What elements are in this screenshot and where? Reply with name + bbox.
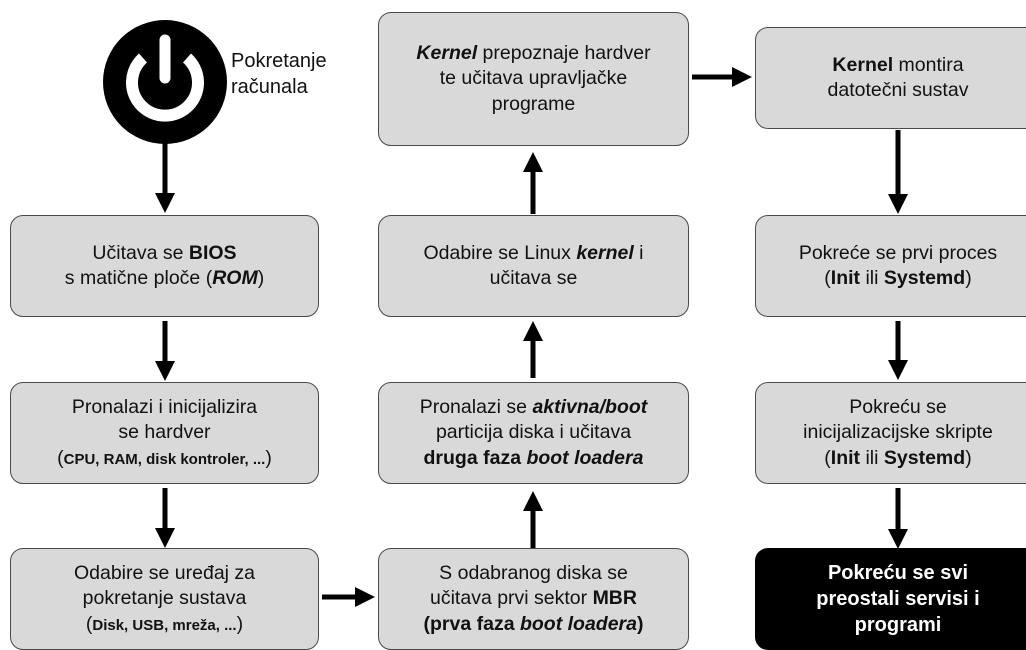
text-segment: Init bbox=[830, 446, 861, 469]
text-segment: inicijalizacijske skripte bbox=[803, 421, 993, 444]
box-text-line1: Pokreću se svi bbox=[828, 560, 968, 586]
text-segment: Kernel bbox=[832, 53, 894, 76]
text-segment: ) bbox=[636, 612, 644, 635]
box-text-line2: učitava se bbox=[490, 266, 578, 291]
box-text-line3: druga faza boot loadera bbox=[424, 446, 644, 471]
box-text-line1: Kernel prepoznaje hardver bbox=[416, 41, 650, 66]
text-segment: preostali servisi i bbox=[816, 588, 980, 610]
power-icon bbox=[103, 20, 227, 144]
init-scripts-box: Pokreću se inicijalizacijske skripte(Init… bbox=[755, 382, 1026, 484]
text-segment: particija diska i učitava bbox=[435, 421, 632, 444]
box-text-line3: (prva faza boot loadera) bbox=[424, 612, 644, 637]
box-text-line1: Kernel montira bbox=[832, 53, 963, 78]
text-segment: učitava se bbox=[489, 267, 578, 289]
start-label: Pokretanje računala bbox=[231, 48, 327, 100]
box-text-line1: Pokreću se bbox=[849, 395, 947, 420]
text-segment: BIOS bbox=[188, 241, 237, 264]
text-segment: S odabranog diska se bbox=[439, 561, 628, 584]
text-segment: Pokreće se prvi proces bbox=[798, 241, 998, 264]
text-segment: Pronalazi i inicijalizira bbox=[71, 395, 258, 418]
box-text-line1: Odabire se Linux kernel i bbox=[423, 241, 643, 266]
box-text-line3: (Init ili Systemd) bbox=[824, 446, 971, 471]
text-segment: ili bbox=[860, 446, 884, 469]
box-text-line3: (CPU, RAM, disk kontroler, ...) bbox=[57, 446, 272, 471]
text-segment: druga faza bbox=[423, 446, 527, 469]
box-text-line3: programi bbox=[855, 612, 942, 638]
text-segment: aktivna/boot bbox=[532, 395, 648, 418]
text-segment: ) bbox=[236, 612, 244, 635]
text-segment: ) bbox=[265, 446, 272, 469]
text-segment: ili bbox=[860, 267, 884, 289]
text-segment: Pokreću se svi bbox=[827, 562, 969, 584]
text-segment: Pokreću se bbox=[849, 395, 947, 418]
text-segment: datotečni sustav bbox=[827, 79, 969, 101]
text-segment: programi bbox=[854, 614, 942, 636]
box-text-line2: pokretanje sustava bbox=[83, 586, 247, 611]
text-segment: ) bbox=[257, 267, 265, 289]
text-segment: (prva bbox=[423, 612, 477, 635]
text-segment: Systemd bbox=[883, 446, 966, 469]
device-box: Odabire se uređaj za pokretanje sustava(D… bbox=[10, 548, 319, 650]
text-segment: te učitava upravljačke bbox=[439, 67, 628, 90]
text-segment: Učitava se bbox=[92, 241, 189, 264]
box-text-line2: te učitava upravljačke bbox=[440, 66, 628, 91]
box-text-line2: particija diska i učitava bbox=[436, 420, 631, 445]
start-label-line2: računala bbox=[231, 76, 308, 98]
text-segment: MBR bbox=[592, 587, 637, 610]
box-text-line2: preostali servisi i bbox=[816, 586, 979, 612]
box-text-line2: (Init ili Systemd) bbox=[824, 266, 971, 291]
text-segment: ( bbox=[85, 612, 93, 635]
services-box: Pokreću se svi preostali servisi i program… bbox=[755, 548, 1026, 650]
box-text-line1: S odabranog diska se bbox=[439, 561, 628, 586]
text-segment: Odabire se Linux bbox=[423, 241, 577, 264]
text-segment: ROM bbox=[212, 267, 258, 289]
text-segment: i bbox=[633, 241, 644, 264]
box-text-line1: Pronalazi se aktivna/boot bbox=[420, 395, 648, 420]
box-text-line2: inicijalizacijske skripte bbox=[803, 420, 993, 445]
box-text-line3: programe bbox=[492, 92, 575, 117]
text-segment: se hardver bbox=[118, 421, 211, 444]
text-segment: programe bbox=[491, 92, 576, 115]
text-segment: učitava prvi sektor bbox=[430, 587, 593, 610]
box-text-line2: učitava prvi sektor MBR bbox=[430, 586, 637, 611]
box-text-line1: Odabire se uređaj za bbox=[74, 561, 255, 586]
text-segment: kernel bbox=[576, 241, 634, 264]
text-segment: CPU, RAM, disk kontroler, ... bbox=[63, 450, 266, 468]
text-segment: Systemd bbox=[883, 267, 966, 289]
text-segment: montira bbox=[893, 53, 964, 76]
start-label-line1: Pokretanje bbox=[231, 50, 327, 72]
text-segment: boot loadera bbox=[526, 446, 644, 469]
text-segment: ( bbox=[824, 446, 831, 469]
first-process-box: Pokreće se prvi proces(Init ili Systemd) bbox=[755, 215, 1026, 317]
text-segment: Odabire se uređaj za bbox=[73, 561, 256, 584]
box-text-line2: se hardver bbox=[118, 420, 210, 445]
box-text-line1: Pronalazi i inicijalizira bbox=[72, 395, 257, 420]
box-text-line2: s matične ploče (ROM) bbox=[65, 266, 264, 291]
box-text-line1: Pokreće se prvi proces bbox=[799, 241, 997, 266]
text-segment: Kernel bbox=[416, 41, 478, 64]
box-text-line3: (Disk, USB, mreža, ...) bbox=[86, 612, 243, 637]
box-text-line2: datotečni sustav bbox=[828, 78, 969, 103]
text-segment: ) bbox=[965, 446, 972, 469]
text-segment: faza bbox=[476, 612, 520, 635]
text-segment: pokretanje sustava bbox=[82, 587, 247, 610]
text-segment: Init bbox=[830, 267, 861, 289]
text-segment: ( bbox=[57, 446, 64, 469]
text-segment: boot loadera bbox=[519, 612, 637, 635]
text-segment: ( bbox=[824, 267, 831, 289]
box-text-line1: Učitava se BIOS bbox=[92, 241, 236, 266]
text-segment: Disk, USB, mreža, ... bbox=[92, 616, 237, 634]
text-segment: ) bbox=[965, 267, 972, 289]
text-segment: prepoznaje hardver bbox=[477, 41, 651, 64]
text-segment: s matične ploče ( bbox=[64, 267, 213, 289]
text-segment: Pronalazi se bbox=[419, 395, 533, 418]
